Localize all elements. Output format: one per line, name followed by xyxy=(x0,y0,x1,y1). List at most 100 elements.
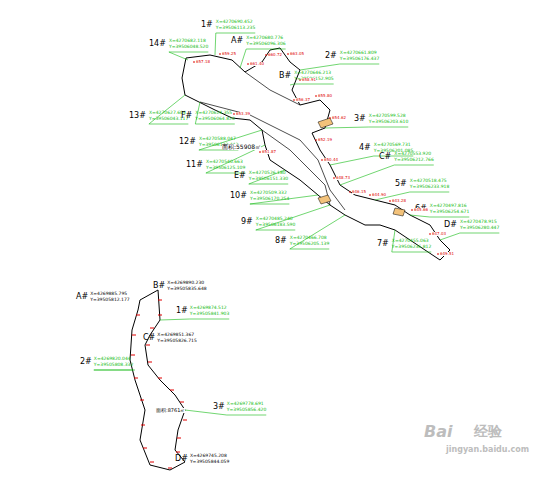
leader-line xyxy=(169,52,188,60)
watermark: Bai xyxy=(424,424,452,440)
elevation-tick xyxy=(170,390,174,391)
point-number: 3# xyxy=(213,403,225,411)
leader-lines xyxy=(94,33,500,415)
coordinate-y: Y=39505844.059 xyxy=(190,460,229,465)
coordinate-x: X=4270599.528 xyxy=(369,114,406,119)
parcel-boundary xyxy=(182,48,450,260)
watermark: 经验 xyxy=(474,424,502,438)
elevation-tick xyxy=(183,420,187,421)
coordinate-x: X=4270646.213 xyxy=(294,71,331,76)
elevation-tick xyxy=(321,160,323,161)
leader-line xyxy=(215,33,217,55)
leader-line xyxy=(160,319,190,320)
point-number: E# xyxy=(234,172,246,180)
elevation-tick xyxy=(158,300,162,301)
coordinate-x: X=4270690.452 xyxy=(216,20,253,25)
coordinate-x: X=4269885.795 xyxy=(90,292,127,297)
coordinate-x: X=4270627.604 xyxy=(149,111,186,116)
point-number: 1# xyxy=(201,21,213,29)
coordinate-underline xyxy=(216,33,255,34)
watermark: jingyan.baidu.com xyxy=(446,446,529,454)
elevation-value: 650.44 xyxy=(324,158,338,162)
coordinate-x: X=4270497.816 xyxy=(430,204,467,209)
elevation-tick xyxy=(219,54,221,55)
elevation-tick xyxy=(158,378,162,379)
coordinate-x: X=4269874.512 xyxy=(190,306,227,311)
coordinate-y: Y=39506048.520 xyxy=(169,45,208,50)
elevation-value: 648.73 xyxy=(336,176,350,180)
elevation-tick xyxy=(437,254,439,255)
coordinate-y: Y=39505841.903 xyxy=(190,312,229,317)
point-number: 2# xyxy=(325,52,337,60)
coordinate-x: X=4270588.047 xyxy=(199,137,236,142)
point-number: 3# xyxy=(354,115,366,123)
coordinate-y: Y=39506170.254 xyxy=(250,197,289,202)
elevation-tick xyxy=(293,100,295,101)
elevation-tick xyxy=(389,201,391,202)
road-strip xyxy=(318,118,405,216)
coordinate-underline xyxy=(460,233,499,234)
leader-line xyxy=(250,195,318,204)
elevation-tick xyxy=(265,55,267,56)
coordinate-y: Y=39506096.306 xyxy=(246,42,285,47)
point-number: 14# xyxy=(149,40,166,48)
elevation-tick xyxy=(158,315,162,316)
coordinate-x: X=4270680.776 xyxy=(246,36,283,41)
elevation-value: 658.91 xyxy=(302,78,316,82)
elevation-value: 659.25 xyxy=(222,52,236,56)
coordinate-x: X=4270485.240 xyxy=(256,217,293,222)
point-number: 9# xyxy=(241,218,253,226)
coordinate-y: Y=39505856.420 xyxy=(227,408,266,413)
coordinate-underline xyxy=(294,84,333,85)
elevation-value: 652.19 xyxy=(318,138,332,142)
coordinate-x: X=4270466.708 xyxy=(290,236,327,241)
point-number: 1# xyxy=(176,307,188,315)
coordinate-x: X=4270569.731 xyxy=(374,143,411,148)
leader-line xyxy=(199,130,262,150)
elevation-tick xyxy=(429,234,431,235)
elevation-value: 663.05 xyxy=(290,52,304,56)
coordinate-x: X=4270478.915 xyxy=(460,220,497,225)
coordinate-underline xyxy=(340,64,379,65)
coordinate-underline xyxy=(410,192,449,193)
coordinate-x: X=4269851.367 xyxy=(157,333,194,338)
coordinate-underline xyxy=(290,249,329,250)
coordinate-underline xyxy=(169,52,208,53)
coordinate-underline xyxy=(249,184,288,185)
elevation-value: 649.51 xyxy=(440,252,454,256)
tick-marks xyxy=(131,54,439,468)
elevation-value: 645.66 xyxy=(414,208,428,212)
point-number: 12# xyxy=(179,138,196,146)
coordinate-underline xyxy=(250,204,289,205)
coordinate-y: Y=39505808.332 xyxy=(94,363,133,368)
coordinate-y: Y=39505812.177 xyxy=(90,298,129,303)
coordinate-y: Y=39506236.812 xyxy=(392,245,431,250)
leader-line xyxy=(300,64,340,70)
point-number: 13# xyxy=(129,112,146,120)
coordinate-x: X=4270518.475 xyxy=(410,179,447,184)
point-number: A# xyxy=(231,37,243,45)
coordinate-underline xyxy=(246,49,285,50)
coordinate-underline xyxy=(149,124,188,125)
coordinate-x: X=4270553.920 xyxy=(394,152,431,157)
elevation-value: 654.62 xyxy=(332,116,346,120)
point-number: 2# xyxy=(80,358,92,366)
elevation-value: 646.15 xyxy=(352,190,366,194)
point-number: 7# xyxy=(377,240,389,248)
elevation-tick xyxy=(349,192,351,193)
elevation-tick xyxy=(247,64,249,65)
coordinate-y: Y=39506064.820 xyxy=(195,117,234,122)
elevation-value: 656.37 xyxy=(296,98,310,102)
coordinate-x: X=4270661.809 xyxy=(340,51,377,56)
leader-line xyxy=(240,49,246,68)
elevation-value: 644.90 xyxy=(372,193,386,197)
coordinate-underline xyxy=(394,165,433,166)
point-number: 8# xyxy=(275,237,287,245)
coordinate-y: Y=39506183.590 xyxy=(256,223,295,228)
coordinate-underline xyxy=(94,370,133,371)
elevation-tick xyxy=(131,355,135,356)
coordinate-underline xyxy=(195,124,234,125)
elevation-tick xyxy=(150,328,154,329)
leader-line xyxy=(94,370,135,371)
